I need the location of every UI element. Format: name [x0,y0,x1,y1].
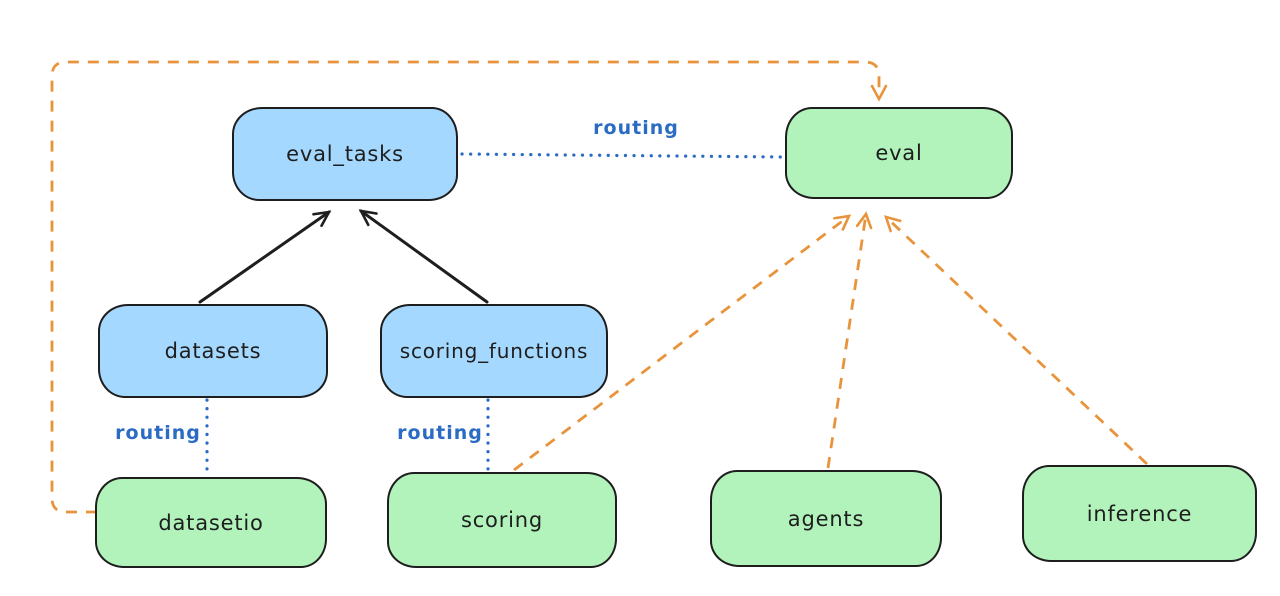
node-inference-label: inference [1086,501,1193,526]
edge-datasets-to-eval-tasks [198,210,332,304]
node-scoring-label: scoring [460,508,544,532]
edge-agents-to-eval [826,211,873,469]
node-eval-tasks-label: eval_tasks [286,142,404,166]
edge-inference-to-eval [884,215,1148,466]
node-inference: inference [1022,465,1257,562]
node-eval-tasks: eval_tasks [232,107,458,201]
edge-eval-tasks-to-eval-routing [460,152,785,159]
node-eval-label: eval [875,141,923,165]
node-datasetio-label: datasetio [158,510,264,535]
node-datasets: datasets [98,304,328,398]
node-scoring: scoring [387,472,617,568]
routing-label-datasets-datasetio: routing [115,422,201,444]
node-agents-label: agents [787,506,865,531]
node-datasetio: datasetio [95,477,327,568]
routing-label-eval-tasks-eval: routing [593,117,679,139]
edge-scoring-functions-to-eval-tasks [358,209,489,304]
node-scoring-functions: scoring_functions [380,304,608,398]
node-eval: eval [785,107,1013,199]
node-agents: agents [710,470,942,567]
node-datasets-label: datasets [164,339,262,363]
edge-datasetio-to-eval-loop [50,60,888,514]
routing-label-scoring-functions-scoring: routing [397,422,483,444]
node-scoring-functions-label: scoring_functions [399,339,589,363]
